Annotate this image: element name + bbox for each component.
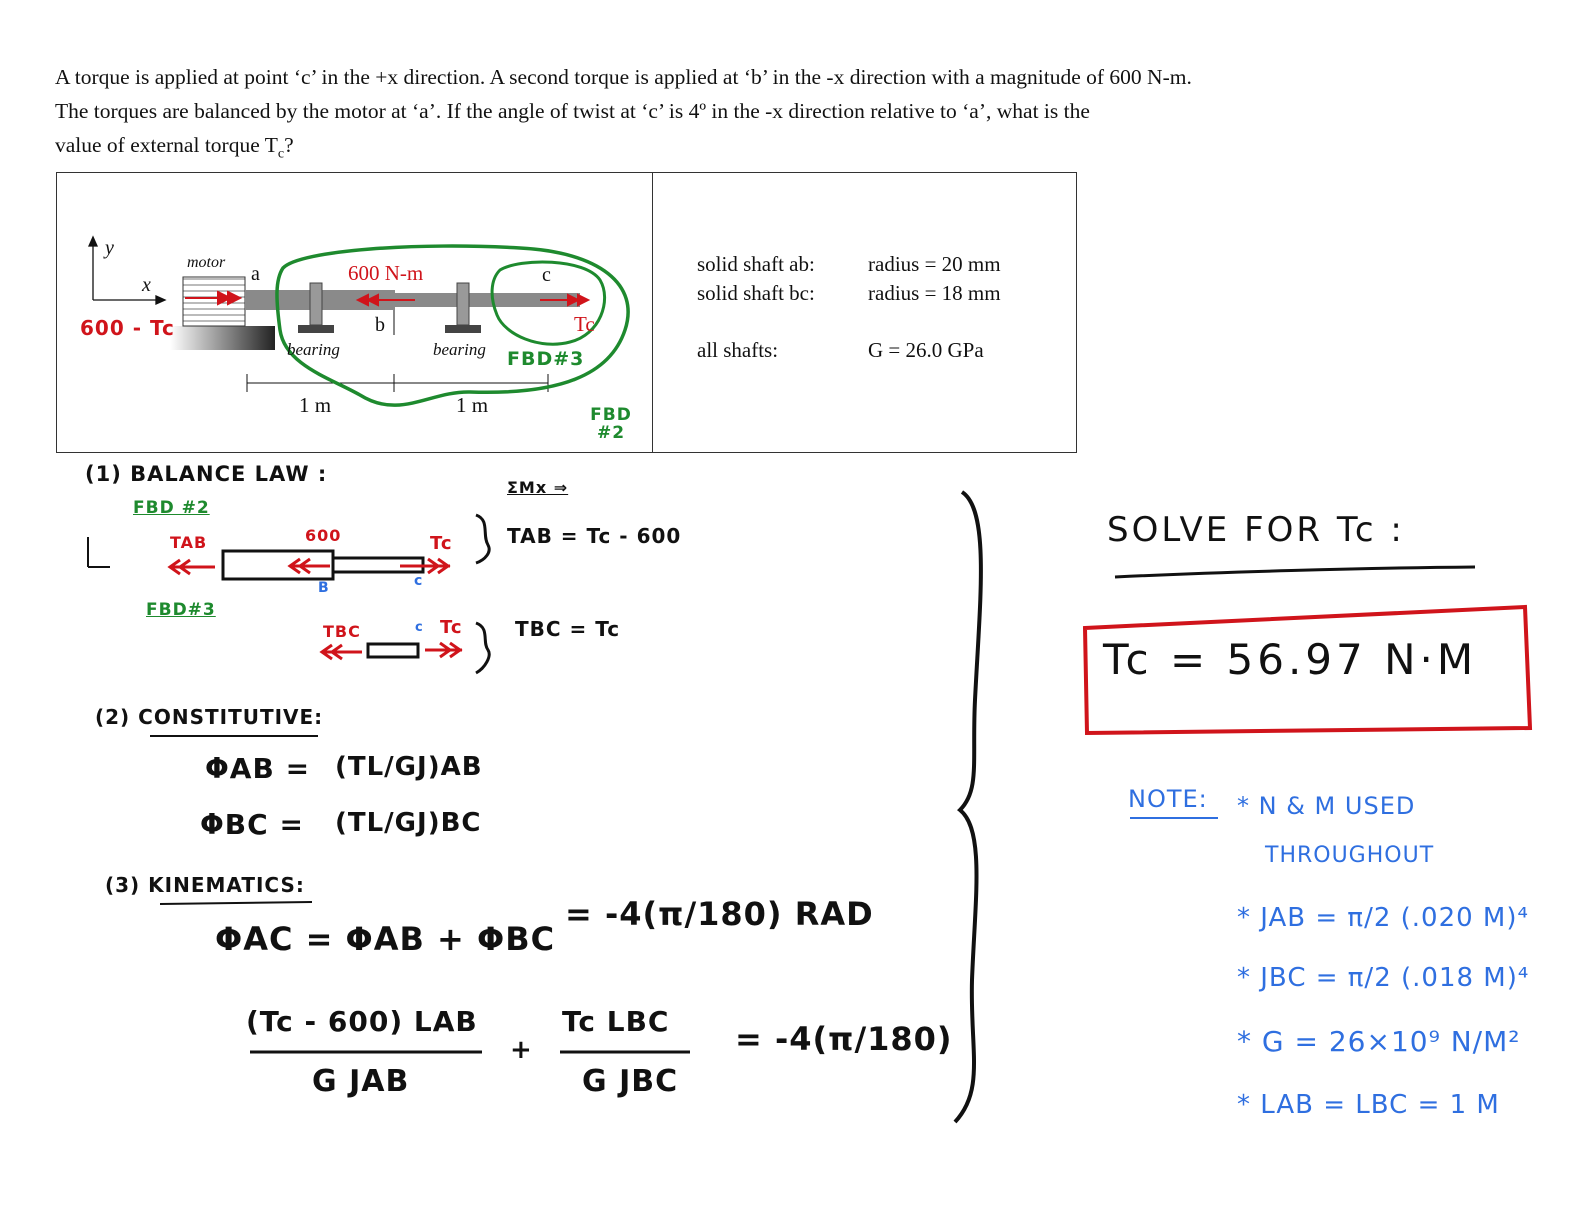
big-brace [953,490,983,1124]
balance-title: (1) BALANCE LAW : [85,462,328,486]
prop-bc-label: solid shaft bc: [697,281,815,305]
brace-1 [475,513,491,565]
fbd3-figure-label: FBD#3 [507,348,585,370]
kin-equation: ΦAC = ΦAB + ΦBC [215,920,556,958]
frac1-numerator: (Tc - 600) LAB [246,1005,478,1038]
fbd2-figure-label: FBD #2 [590,405,632,443]
problem-line-3-sub: c [277,146,285,162]
note-2: * JAB = π/2 (.020 M)⁴ [1237,903,1529,933]
bearing-1-label: bearing [287,340,340,359]
shaft-bc [395,293,580,307]
bearing-1-shape [298,282,334,333]
tc-label-fbd2: Tc [430,533,453,554]
note-4: * G = 26×10⁹ N/M² [1237,1025,1521,1058]
note-3: * JBC = π/2 (.018 M)⁴ [1237,963,1530,993]
bearing-2-shape [445,282,481,333]
sum-mx-label: ΣMx ⇒ [507,478,569,497]
const-title: (2) CONSTITUTIVE: [95,705,324,729]
torque-b-label: 600 N-m [348,261,424,285]
problem-line-2: The torques are balanced by the motor at… [55,99,1090,123]
note-1: * N & M USED [1237,792,1416,820]
prop-ab-value: radius = 20 mm [868,252,1001,276]
motor-torque-note: 600 - Tc [80,316,175,340]
frac-rhs: = -4(π/180) [735,1020,953,1058]
tc-label-fbd3: Tc [440,617,463,638]
fbd2-loop [275,244,630,407]
fbd2-sketch [167,549,451,581]
length-bc-label: 1 m [456,393,489,417]
point-b-fbd: B [318,580,330,596]
torque-c-label: Tc [574,312,595,336]
note-1b: THROUGHOUT [1265,843,1435,868]
point-b-label: b [375,314,385,336]
frac1-denominator: G JAB [312,1064,410,1099]
solve-for-label: SOLVE FOR Tc : [1107,510,1405,550]
fbd2-label: FBD #2 [133,498,210,518]
solution-axes [87,537,110,568]
note-title: NOTE: [1128,785,1208,813]
figure-divider [652,172,653,453]
eq-tab: TAB = Tc - 600 [507,524,682,548]
brace-2 [475,621,491,675]
figure-torque-arrows [185,290,591,307]
point-a-label: a [251,263,260,285]
point-c-fbd2: c [414,573,424,589]
prop-all-value: G = 26.0 GPa [868,338,984,362]
motor-shape [182,276,246,327]
prop-bc-value: radius = 18 mm [868,281,1001,305]
kin-title: (3) KINEMATICS: [105,873,305,897]
axis-x-label: x [142,274,151,296]
point-c-label: c [542,264,551,286]
solve-underline [1114,565,1476,579]
fbd3-loop [490,260,606,346]
frac2-denominator: G JBC [582,1064,679,1099]
six-hundred-label: 600 [305,526,342,545]
problem-line-3-end: ? [284,133,294,157]
phi-ab-lhs: ΦAB = [205,752,311,785]
kin-rhs: = -4(π/180) RAD [565,895,874,933]
tab-label: TAB [170,533,208,552]
ground-shape [170,326,275,350]
problem-line-3-text: value of external torque T [55,133,278,157]
problem-line-1: A torque is applied at point ‘c’ in the … [55,65,1192,89]
answer-box [1082,604,1533,736]
frac2-numerator: Tc LBC [562,1005,670,1038]
length-ab-label: 1 m [299,393,332,417]
answer-result: Tc = 56.97 N·M [1103,635,1478,684]
eq-tbc: TBC = Tc [515,617,621,641]
fbd3-sketch [319,641,463,661]
plus-sign: + [510,1035,533,1065]
axis-arrows [87,235,167,306]
bearing-2-label: bearing [433,340,486,359]
tbc-label: TBC [323,622,361,641]
figure-box [56,172,1077,453]
problem-statement: A torque is applied at point ‘c’ in the … [55,60,1515,171]
phi-bc-rhs: (TL/GJ)BC [335,808,482,838]
dimension-lines [246,374,549,392]
phi-bc-lhs: ΦBC = [200,808,304,841]
prop-all-label: all shafts: [697,338,779,362]
fbd3-label: FBD#3 [146,600,216,620]
prop-ab-label: solid shaft ab: [697,252,815,276]
axis-y-label: y [105,237,114,259]
problem-line-3: value of external torque Tc? [55,128,1515,171]
note-5: * LAB = LBC = 1 M [1237,1090,1500,1120]
motor-label: motor [187,254,226,271]
phi-ab-rhs: (TL/GJ)AB [335,752,483,782]
point-c-fbd3: c [415,620,424,635]
kin-underline [159,901,313,905]
